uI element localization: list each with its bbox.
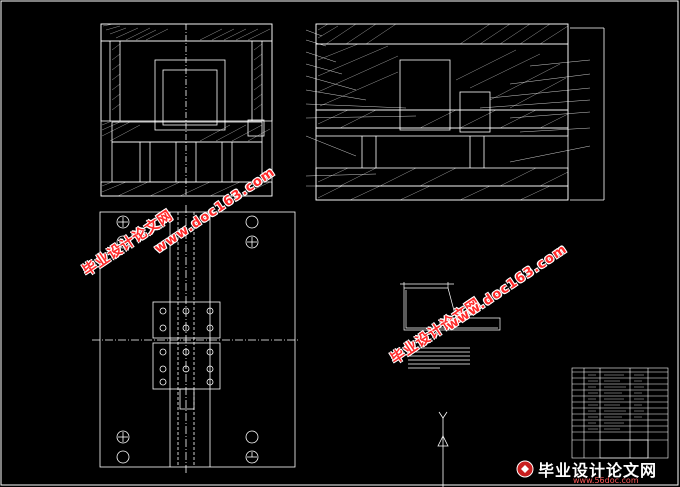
side-section-view [315, 23, 605, 201]
plan-view [92, 205, 300, 475]
logo-url: www.56doc.com [573, 476, 639, 485]
coordinate-symbol [437, 411, 449, 487]
side-view-hatching [317, 23, 569, 201]
logo-icon [516, 460, 534, 478]
front-section-view [100, 23, 273, 197]
logo-text: 毕业设计论文网 [538, 461, 658, 480]
title-block [571, 367, 669, 459]
front-view-hatching [101, 23, 271, 197]
title-block-fill [588, 374, 644, 430]
part-detail-view [400, 282, 501, 369]
leader-lines [305, 29, 591, 187]
site-logo: 毕业设计论文网 [516, 455, 676, 483]
